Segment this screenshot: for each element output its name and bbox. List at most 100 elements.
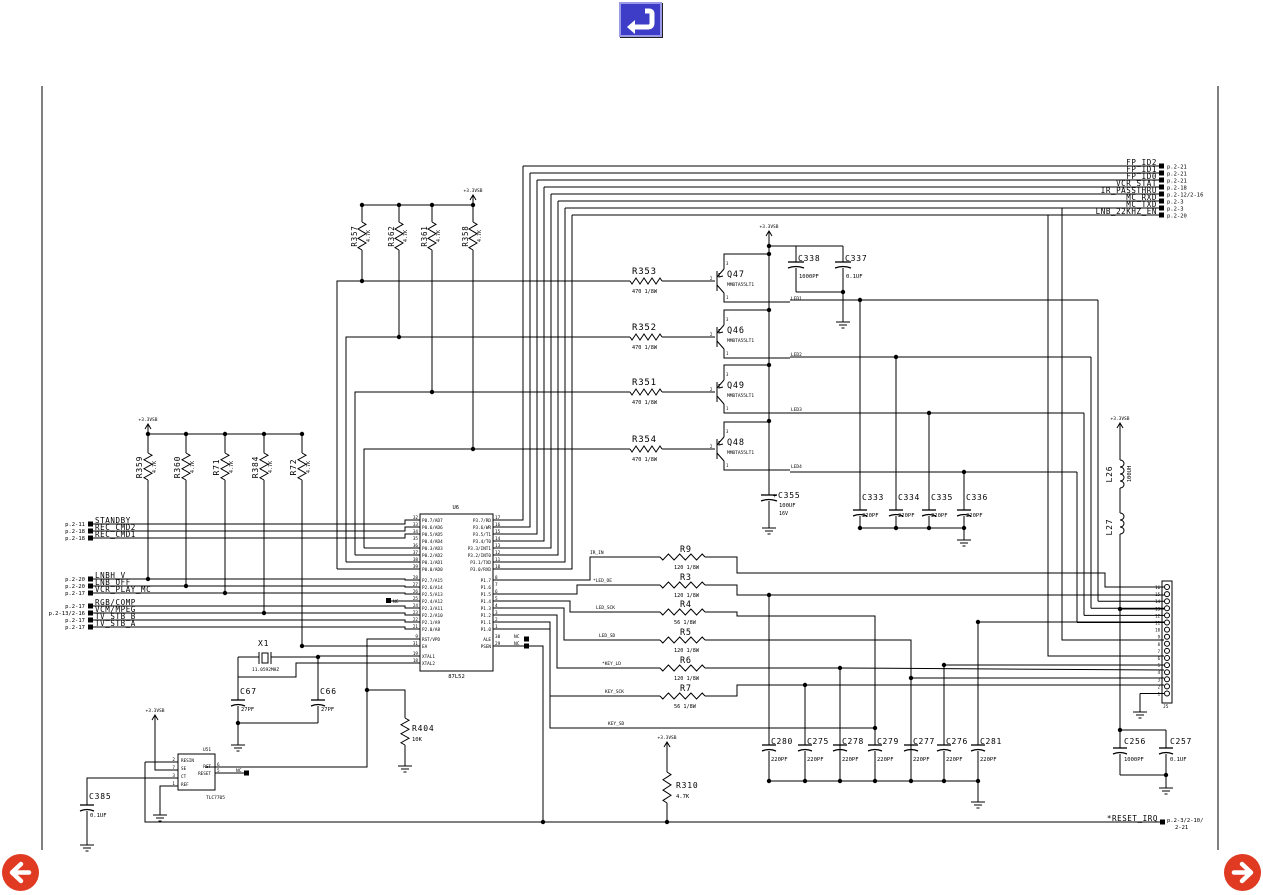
- offpage-connector: [88, 528, 93, 534]
- resistor-value-label: 4.7K: [477, 230, 483, 242]
- mcu-pin-name: P2.2/A10: [422, 613, 443, 619]
- resistor-ref-label: R71: [212, 459, 221, 476]
- capacitor-ref-label: C67: [240, 687, 257, 696]
- pin-number: 2: [710, 387, 713, 392]
- signal-label-rec-cmd1: REC_CMD1: [95, 530, 136, 539]
- connector-pin-number: 2: [1158, 684, 1161, 689]
- resistor-value-label: 470 1/8W: [632, 289, 658, 295]
- transistor-collector: [716, 284, 725, 294]
- capacitor-ref-label: C336: [966, 493, 988, 502]
- junction-dot: [941, 662, 947, 668]
- transistor-arrow: [718, 384, 724, 389]
- reset-ic-part-label: TLC7705: [206, 795, 225, 801]
- capacitor-value-label: 27PF: [321, 707, 334, 713]
- resistor-ref-label: R310: [676, 781, 698, 790]
- junction-dot: [235, 720, 241, 726]
- connector-pin: [1164, 683, 1170, 690]
- page-ref-label: p.2-3/2-10/: [1167, 818, 1203, 824]
- pin-number: 1: [726, 463, 729, 468]
- net-label: KEY_SD: [608, 721, 625, 727]
- signal-label-vcr-play-mc: VCR_PLAY_MC: [95, 585, 151, 594]
- resistor-symbol: [629, 277, 663, 285]
- power-rail-label: +3.3VSB: [464, 188, 483, 194]
- mcu-pin-number: 16: [495, 522, 501, 528]
- resistor-value-label: 10K: [412, 737, 423, 743]
- reset-ic-pin-number: 6: [217, 762, 220, 768]
- page-ref-label: p.2-20: [1167, 214, 1187, 220]
- connector-pin: [1164, 612, 1170, 619]
- capacitor-ref-label: C276: [946, 737, 968, 746]
- led-drive-net: [336, 280, 630, 569]
- junction-dot: [941, 778, 947, 784]
- mcu-pin-number: 12: [495, 550, 501, 556]
- capacitor-value-label: 220PF: [980, 757, 997, 763]
- connector-pin: [1164, 626, 1170, 633]
- resistor-symbol: [659, 664, 706, 672]
- reset-ic-pin-name: RST: [203, 764, 211, 770]
- resistor-ref-label: R72: [289, 459, 298, 476]
- signal-label-vcr_stat: VCR_STAT: [1116, 179, 1157, 188]
- signal-label-lnbh-v: LNBH_V: [95, 571, 126, 580]
- page-ref-label: p.2-20: [65, 577, 85, 583]
- pin-number: 2: [710, 332, 713, 337]
- capacitor-ref-label: C335: [931, 493, 953, 502]
- signal-label-tv-stb-b: TV_STB_B: [95, 612, 136, 621]
- inductor-value-label: 100UH: [1127, 466, 1133, 483]
- junction-dot: [802, 778, 808, 784]
- nc-label: NC: [514, 641, 520, 647]
- mcu-pin-name: P1.1: [481, 620, 492, 626]
- page-ref-label: p.2-21: [1167, 172, 1187, 178]
- wire: [367, 689, 406, 718]
- resistor-ref-label: R361: [420, 225, 429, 246]
- connector-pin-number: 15: [1155, 592, 1160, 597]
- resistor-symbol: [629, 333, 663, 341]
- mcu-pin-name: XTAL2: [422, 661, 435, 667]
- junction-dot: [766, 592, 772, 598]
- previous-page-button[interactable]: [2, 854, 39, 891]
- transistor-part-label: MMBTA55LT1: [727, 282, 754, 288]
- junction-dot: [664, 819, 670, 825]
- capacitor-ref-label: C334: [898, 493, 920, 502]
- offpage-connector: [1159, 184, 1164, 190]
- junction-dot: [766, 307, 772, 313]
- reset-ic-u51: [177, 753, 216, 791]
- mcu-pin-name: P3.3/INT1: [468, 546, 492, 552]
- crystal-ref-label: X1: [258, 639, 269, 648]
- junction-dot: [872, 778, 878, 784]
- junction-dot: [893, 354, 899, 360]
- offpage-connector: [1159, 205, 1164, 211]
- mcu-pin-number: 32: [413, 515, 419, 521]
- nc-marker: [244, 770, 249, 776]
- next-page-button[interactable]: [1224, 854, 1261, 891]
- transistor-emitter-net: [723, 253, 769, 269]
- reset-ic-pin-name: SE: [181, 766, 187, 772]
- serial-net: [493, 628, 633, 729]
- resistor-ref-label: R9: [680, 545, 692, 555]
- mcu-pin-number: 8: [495, 575, 498, 581]
- nc-marker: [524, 643, 529, 649]
- transistor-collector-net: [723, 404, 790, 414]
- resistor-value-label: 470 1/8W: [632, 457, 658, 463]
- pin-number: 2: [710, 276, 713, 281]
- capacitor-value-label: 220PF: [807, 757, 824, 763]
- junction-dot: [183, 583, 189, 589]
- resistor-value-label: 120 1/8W: [674, 648, 700, 654]
- resistor-ref-label: R358: [461, 225, 470, 246]
- capacitor-ref-label: C275: [807, 737, 829, 746]
- connector-pin: [1164, 669, 1170, 676]
- connector-pin: [1164, 591, 1170, 598]
- junction-dot: [359, 278, 365, 284]
- net-label: LED4: [791, 464, 802, 470]
- input-signal-net: [93, 612, 420, 616]
- capacitor-ref-label: C281: [980, 737, 1002, 746]
- mcu-pin-name: P3.6/WR: [473, 525, 492, 531]
- power-rail-label: +3.3VSB: [1111, 416, 1130, 422]
- signal-label-tv-stb-a: TV_STB_A: [95, 619, 136, 628]
- back-button[interactable]: [619, 2, 662, 37]
- junction-dot: [364, 687, 370, 693]
- mcu-pin-number: 10: [495, 564, 501, 570]
- mcu-u6: [419, 513, 494, 672]
- capacitor-value-label: 220PF: [862, 513, 879, 519]
- capacitor-ref-label: C337: [845, 254, 867, 263]
- resistor-symbol: [142, 452, 154, 481]
